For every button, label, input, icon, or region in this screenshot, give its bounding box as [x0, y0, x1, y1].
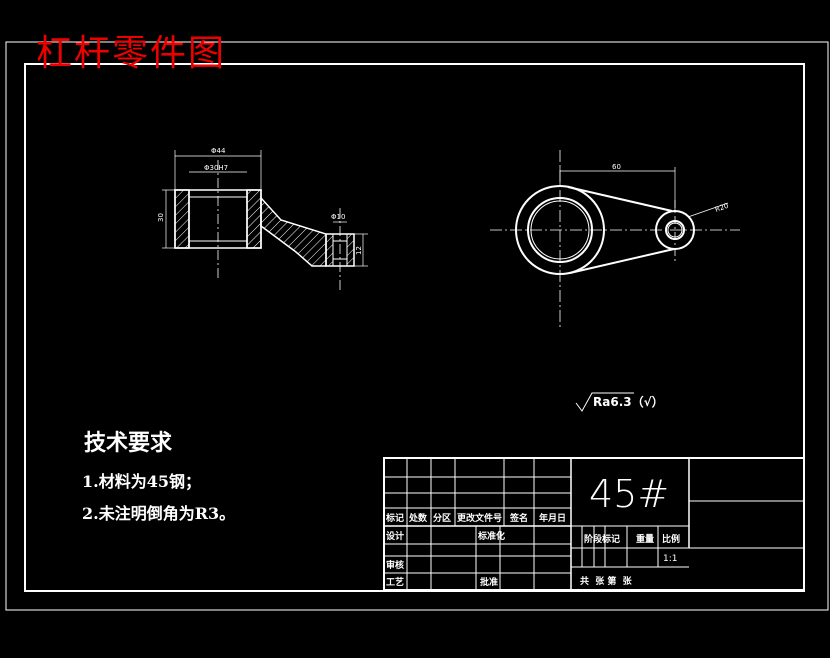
dim-small-hole: Φ10 — [331, 213, 345, 221]
tech-requirement-1: 1.材料为45钢； — [82, 472, 201, 491]
label-count: 处数 — [408, 512, 428, 524]
tech-requirements-heading: 技术要求 — [84, 431, 173, 456]
sheet-info: 共 张 第 张 — [580, 575, 633, 587]
label-date: 年月日 — [539, 512, 566, 524]
label-designer: 设计 — [386, 530, 404, 542]
label-standardization: 标准化 — [477, 530, 505, 542]
dim-outer-diameter: Φ44 — [211, 147, 226, 155]
material-value: 45# — [589, 472, 669, 516]
dim-boss-radius: R20 — [714, 202, 730, 214]
dim-bore-fit: Φ30H7 — [204, 164, 228, 172]
label-mark: 标记 — [385, 512, 404, 524]
label-zone: 分区 — [433, 512, 451, 524]
front-section-view — [162, 150, 368, 292]
tech-requirement-2: 2.未注明倒角为R3。 — [82, 504, 236, 523]
title-block — [383, 457, 805, 591]
label-process: 工艺 — [386, 576, 404, 588]
label-weight: 重量 — [636, 533, 654, 545]
top-view — [490, 150, 740, 330]
label-checker: 审核 — [386, 559, 404, 571]
label-approval: 批准 — [480, 576, 498, 588]
roughness-symbol-icon — [575, 392, 634, 412]
sheet-outer-border — [5, 41, 829, 611]
scale-value: 1:1 — [663, 554, 677, 564]
label-scale: 比例 — [662, 533, 680, 545]
dim-boss-height: 12 — [355, 246, 363, 255]
drawing-title: 杠杆零件图 — [36, 33, 227, 74]
label-stage-mark: 阶段标记 — [584, 533, 620, 545]
label-change-doc: 更改文件号 — [457, 512, 502, 524]
dim-height: 30 — [157, 213, 165, 222]
label-signature: 签名 — [509, 512, 528, 524]
roughness-label: Ra6.3（√） — [593, 394, 664, 409]
dim-center-distance: 60 — [612, 163, 621, 171]
